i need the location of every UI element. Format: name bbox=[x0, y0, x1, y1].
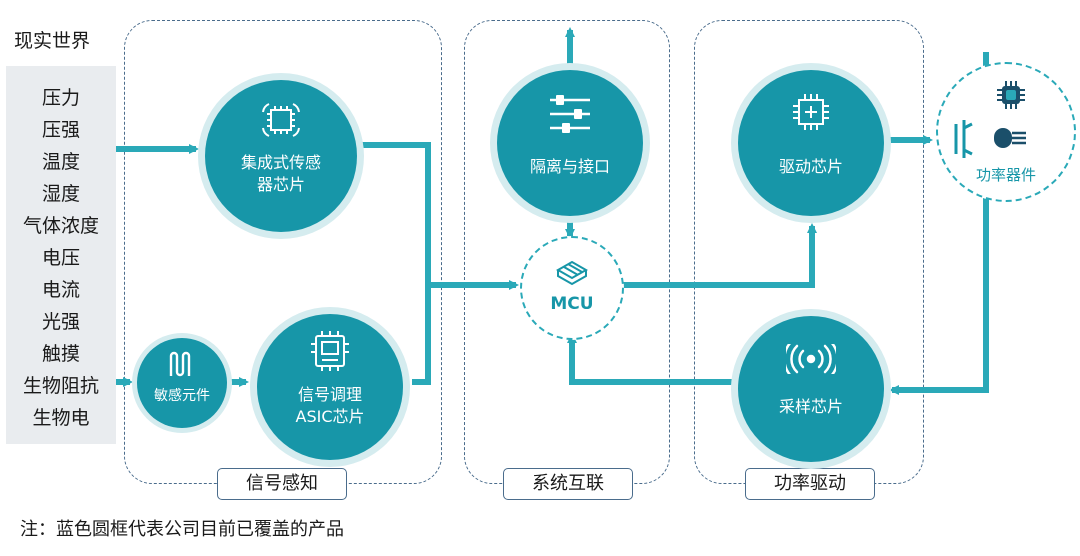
node-label: ASIC芯片 bbox=[295, 407, 365, 426]
group-label-power: 功率驱动 bbox=[745, 468, 875, 500]
arrow-mcu-driver bbox=[620, 223, 817, 288]
mcu-label: MCU bbox=[550, 294, 594, 314]
input-item: 光强 bbox=[41, 311, 80, 333]
node-mcu: MCU bbox=[520, 236, 624, 340]
node-integrated-sensor: 集成式传感 器芯片 bbox=[205, 80, 357, 232]
diagram-title: 现实世界 bbox=[14, 30, 91, 52]
input-item: 生物阻抗 bbox=[22, 375, 99, 397]
driver-chip-icon bbox=[793, 94, 829, 130]
node-label: 集成式传感 bbox=[240, 153, 321, 172]
input-item: 电压 bbox=[41, 247, 80, 269]
arrow-asic-junction bbox=[412, 285, 431, 385]
asic-chip-icon bbox=[311, 331, 349, 371]
arrow-sampling-mcu bbox=[567, 333, 734, 385]
input-item: 压力 bbox=[41, 87, 80, 109]
node-sampling: 采样芯片 bbox=[738, 316, 884, 462]
node-label: 敏感元件 bbox=[154, 388, 210, 404]
node-asic: 信号调理 ASIC芯片 bbox=[257, 314, 403, 460]
node-isolation: 隔离与接口 bbox=[497, 70, 643, 216]
power-device-label: 功率器件 bbox=[975, 166, 1036, 184]
mcu-chip-icon bbox=[555, 260, 589, 286]
node-label: 采样芯片 bbox=[778, 397, 843, 416]
input-item: 生物电 bbox=[32, 407, 90, 429]
footnote: 注：蓝色圆框代表公司目前已覆盖的产品 bbox=[20, 519, 344, 540]
signal-waves-icon bbox=[786, 344, 836, 374]
group-label-system: 系统互联 bbox=[503, 468, 633, 500]
sensor-chip-icon bbox=[262, 103, 300, 137]
node-sensitive-element: 敏感元件 bbox=[137, 338, 227, 428]
group-label-signal: 信号感知 bbox=[217, 468, 347, 500]
input-item: 电流 bbox=[41, 279, 80, 301]
chip-icon bbox=[997, 81, 1025, 109]
node-label: 器芯片 bbox=[256, 175, 305, 194]
input-item: 温度 bbox=[41, 151, 80, 173]
node-driver: 驱动芯片 bbox=[738, 70, 884, 216]
node-label: 信号调理 bbox=[297, 385, 362, 404]
element-wave-icon bbox=[169, 351, 191, 377]
input-item: 压强 bbox=[41, 119, 80, 141]
sliders-icon bbox=[550, 95, 590, 133]
node-label: 驱动芯片 bbox=[778, 157, 843, 176]
node-label: 隔离与接口 bbox=[529, 157, 610, 176]
arrow-sensor-junction bbox=[362, 142, 431, 285]
transistor-icon bbox=[954, 120, 973, 158]
input-item: 气体浓度 bbox=[22, 215, 99, 237]
power-component-icon bbox=[994, 128, 1026, 148]
input-list: 压力 压强 温度 湿度 气体浓度 电压 电流 光强 触摸 生物阻抗 生物电 bbox=[6, 66, 116, 444]
node-power-device: 功率器件 bbox=[936, 62, 1076, 202]
input-item: 触摸 bbox=[41, 343, 80, 365]
input-item: 湿度 bbox=[41, 183, 80, 205]
